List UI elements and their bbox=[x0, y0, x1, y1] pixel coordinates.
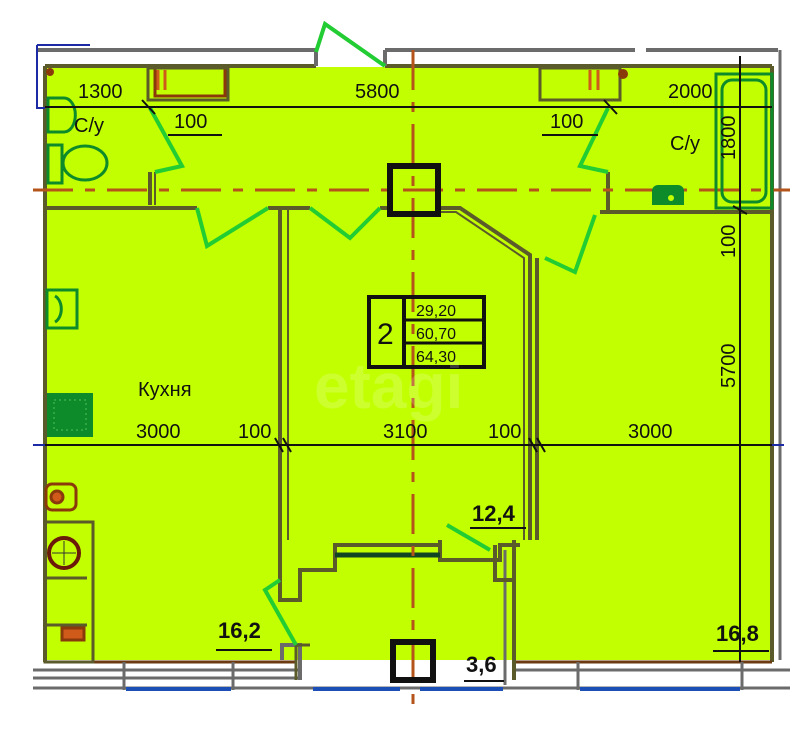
riser-icon-right bbox=[618, 69, 628, 79]
svg-text:3,6: 3,6 bbox=[466, 652, 497, 677]
area-hall: 12,4 bbox=[470, 501, 526, 529]
sink-icon-right bbox=[652, 185, 684, 205]
bathtub-icon bbox=[714, 72, 774, 210]
dim-top-5800: 5800 bbox=[355, 81, 400, 103]
dim-top-1300: 1300 bbox=[78, 81, 123, 103]
watermark: etagi bbox=[314, 350, 463, 422]
info-living-area: 29,20 bbox=[416, 303, 456, 320]
sink-icon-left bbox=[46, 96, 77, 134]
info-total-with-balcony: 64,30 bbox=[416, 349, 456, 366]
dim-right-100: 100 bbox=[718, 225, 740, 258]
riser-icon-left bbox=[46, 68, 54, 76]
room-label-bathroom-left: С/у bbox=[74, 115, 104, 137]
svg-text:16,8: 16,8 bbox=[716, 621, 759, 646]
dim-mid-3000-left: 3000 bbox=[136, 421, 181, 443]
room-label-kitchen: Кухня bbox=[138, 379, 192, 401]
dim-sub-left-100: 100 bbox=[174, 111, 207, 133]
svg-text:16,2: 16,2 bbox=[218, 618, 261, 643]
boiler-icon bbox=[44, 482, 78, 512]
info-total-area: 60,70 bbox=[416, 326, 456, 343]
info-room-count: 2 bbox=[377, 318, 394, 351]
door-swings bbox=[148, 20, 610, 646]
area-bedroom-right: 16,8 bbox=[713, 621, 769, 652]
dim-mid-3000-right: 3000 bbox=[628, 421, 673, 443]
dim-mid-3100: 3100 bbox=[383, 421, 428, 443]
dim-right-5700: 5700 bbox=[718, 344, 740, 389]
stove-icon bbox=[47, 393, 93, 437]
dim-mid-100-left: 100 bbox=[238, 421, 271, 443]
dim-sub-right-100: 100 bbox=[550, 111, 583, 133]
room-label-bathroom-right: С/у bbox=[670, 133, 700, 155]
radiator-icon-right bbox=[538, 66, 622, 102]
dimension-lines bbox=[45, 56, 772, 662]
toilet-icon-left bbox=[46, 143, 109, 185]
area-kitchen: 16,2 bbox=[216, 618, 272, 651]
dim-top-2000: 2000 bbox=[668, 81, 713, 103]
ventilation-shaft-bottom bbox=[390, 639, 436, 683]
radiator-icon-left bbox=[146, 66, 230, 102]
apartment-info-box: 2 29,20 60,70 64,30 bbox=[367, 295, 486, 369]
ventilation-shaft-top bbox=[387, 163, 441, 217]
gas-meter-icon bbox=[43, 520, 95, 664]
area-balcony: 3,6 bbox=[464, 652, 504, 682]
dimension-ticks bbox=[141, 99, 748, 453]
kitchen-sink-icon bbox=[45, 288, 79, 330]
svg-text:12,4: 12,4 bbox=[472, 501, 516, 526]
dim-right-1800: 1800 bbox=[718, 116, 740, 161]
dimension-ticks-blue bbox=[33, 44, 784, 446]
dim-mid-100-right: 100 bbox=[488, 421, 521, 443]
